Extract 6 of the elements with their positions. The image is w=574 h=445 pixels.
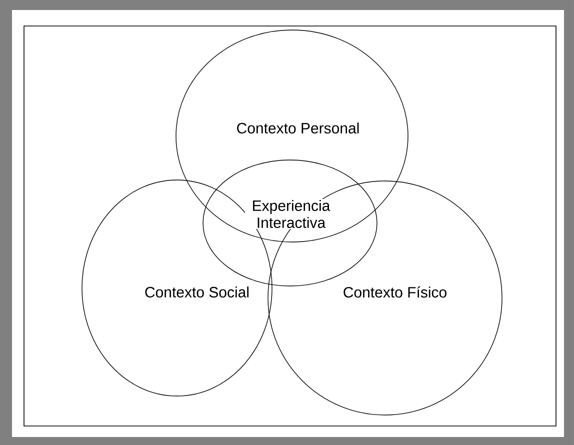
- ellipse-label: Contexto Social: [145, 286, 248, 298]
- ellipse: [202, 160, 378, 286]
- ellipse: [176, 30, 408, 242]
- ellipse-label: Experiencia Interactiva: [245, 199, 337, 229]
- ellipse-label: Contexto Físico: [344, 286, 446, 298]
- ellipse-label: Contexto Personal: [237, 122, 359, 134]
